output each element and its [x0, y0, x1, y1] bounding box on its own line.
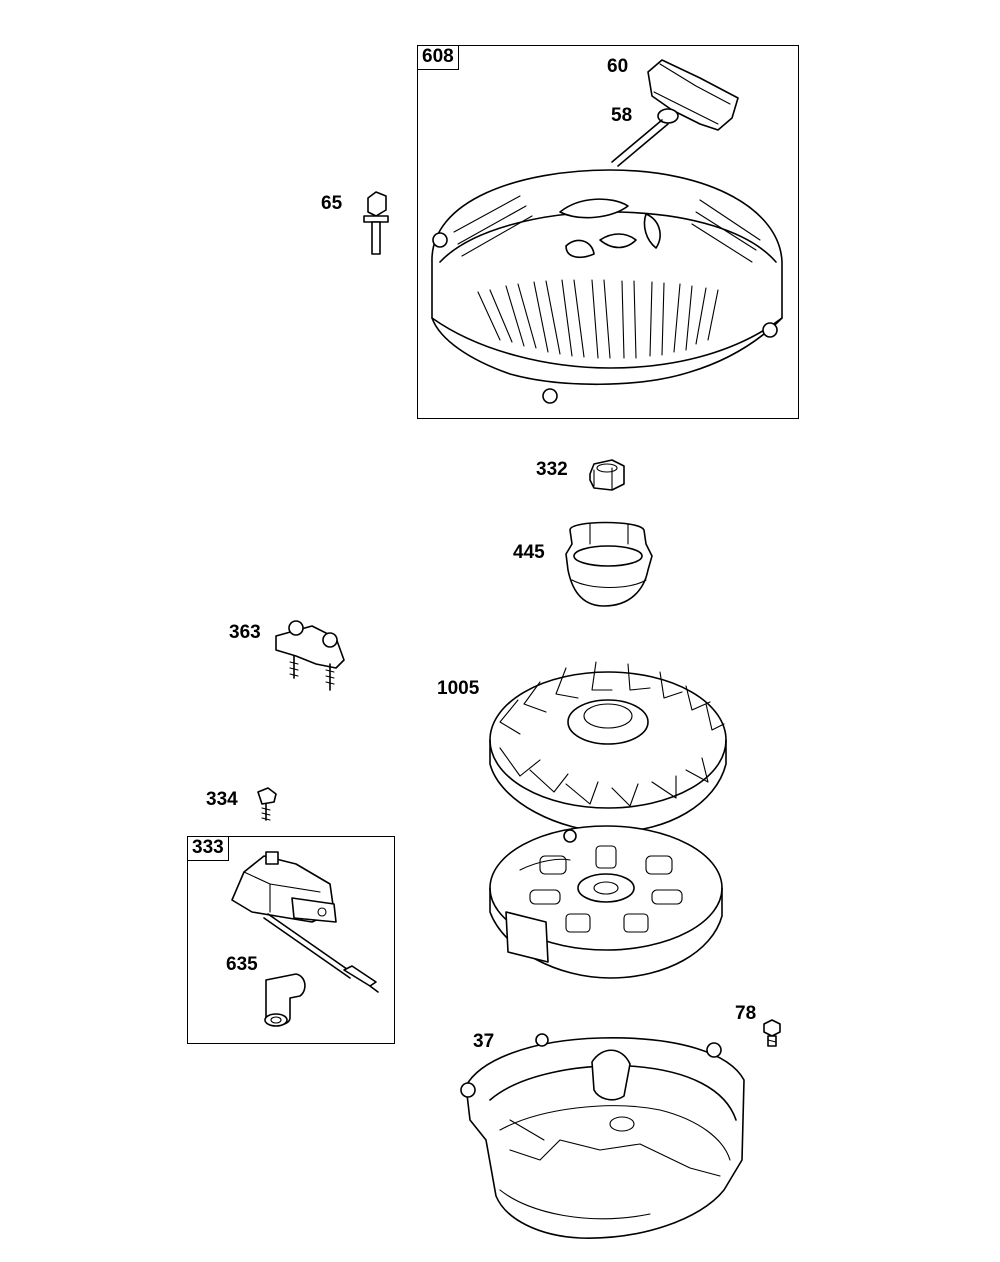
starter-handle-drawing[interactable] — [647, 59, 739, 131]
bracket-363-drawing[interactable] — [275, 620, 345, 691]
callout-635[interactable]: 635 — [226, 954, 258, 975]
starter-rope-drawing[interactable] — [611, 119, 669, 167]
nut-332-drawing[interactable] — [589, 459, 625, 491]
callout-37[interactable]: 37 — [473, 1031, 495, 1052]
callout-60[interactable]: 60 — [607, 56, 629, 77]
screw-334-drawing[interactable] — [257, 787, 277, 821]
assembly-608-frame — [417, 45, 799, 419]
screw-78-drawing[interactable] — [763, 1019, 781, 1047]
bolt-65-drawing[interactable] — [363, 191, 389, 255]
spark-plug-boot-drawing[interactable] — [264, 973, 306, 1027]
assembly-333-tag[interactable]: 333 — [187, 836, 229, 861]
starter-cup-drawing[interactable] — [565, 521, 653, 607]
assembly-608-tag[interactable]: 608 — [417, 45, 459, 70]
callout-1005[interactable]: 1005 — [437, 678, 480, 699]
starter-housing-drawing[interactable] — [431, 169, 783, 404]
callout-332[interactable]: 332 — [536, 459, 568, 480]
callout-78[interactable]: 78 — [735, 1003, 757, 1024]
callout-445[interactable]: 445 — [513, 542, 545, 563]
assembly-333-frame — [187, 836, 395, 1044]
callout-334[interactable]: 334 — [206, 789, 238, 810]
flywheel-fan-drawing[interactable] — [489, 661, 727, 833]
flywheel-magnet-drawing[interactable] — [489, 825, 723, 979]
callout-58[interactable]: 58 — [611, 105, 633, 126]
callout-65[interactable]: 65 — [321, 193, 343, 214]
ignition-armature-drawing[interactable] — [231, 851, 379, 993]
blower-housing-drawing[interactable] — [460, 1033, 745, 1239]
callout-363[interactable]: 363 — [229, 622, 261, 643]
